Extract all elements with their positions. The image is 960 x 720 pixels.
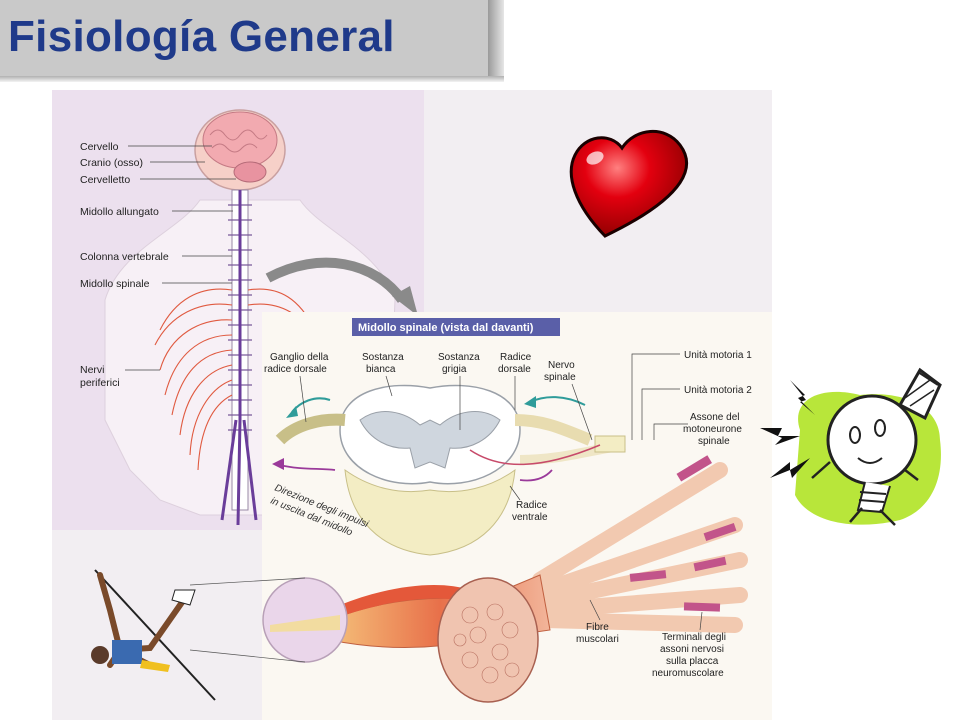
label-unita-2: Unità motoria 2 (684, 385, 752, 396)
magnifier-lines (189, 577, 306, 663)
label-cervello: Cervello (80, 141, 119, 153)
label-terminali-4: neuromuscolare (652, 668, 724, 679)
muscle-cross-section-texture (453, 603, 520, 684)
title-bar-shadow-bottom (0, 76, 504, 82)
dorsal-root-right (514, 414, 593, 446)
motor-labels: Unità motoria 1 Unità motoria 2 Assone d… (683, 350, 752, 447)
label-radice-ventrale-1: Radice (516, 500, 548, 511)
label-radice-dorsale-1: Radice (500, 352, 532, 363)
label-unita-1: Unità motoria 1 (684, 350, 752, 361)
spinal-title-banner (352, 318, 560, 336)
label-nervi: Nervi (80, 364, 105, 376)
outflow-arrowhead-left (272, 458, 284, 470)
spinal-leader-lines (299, 375, 593, 501)
spinal-nerve-stub (594, 435, 626, 453)
peripheral-nerves-left (154, 288, 233, 471)
label-midollo-allungato: Midollo allungato (80, 206, 159, 218)
motor-neuron-path (469, 444, 601, 466)
dorsal-root-left (275, 413, 346, 445)
neuromuscular-plates (629, 455, 737, 612)
label-nervo-spinale-2: spinale (544, 372, 576, 383)
label-nervo-spinale-1: Nervo (548, 360, 575, 371)
label-sostanza-grigia-1: Sostanza (438, 352, 480, 363)
label-terminali-1: Terminali degli (662, 632, 726, 643)
zoom-arrow-head (392, 286, 418, 316)
spinal-cord-tail (220, 190, 258, 526)
lightbulb-character-icon (760, 367, 942, 526)
inflow-arrowhead-left (286, 406, 298, 418)
title-bar-shadow-right (488, 0, 504, 78)
muscle-fibres (532, 462, 748, 633)
body-labels: Cervello Cranio (osso) Cervelletto Midol… (80, 141, 169, 389)
spinal-title: Midollo spinale (vista dal davanti) (358, 322, 534, 334)
spinal-gray-matter (359, 411, 501, 469)
muscle-cross-section (437, 577, 539, 703)
label-radice-ventrale-2: ventrale (512, 512, 548, 523)
heart-highlight (586, 151, 604, 165)
label-cranio: Cranio (osso) (80, 157, 143, 169)
label-ganglio-1: Ganglio della (270, 352, 329, 363)
label-radice-dorsale-2: dorsale (498, 364, 531, 375)
outflow-arrow-right (519, 469, 553, 482)
label-periferici: periferici (80, 377, 120, 389)
brain-folds (209, 129, 268, 153)
muscle-bundle-upper (340, 585, 470, 615)
label-assone-1: Assone del (690, 412, 739, 423)
label-ganglio-2: radice dorsale (264, 364, 327, 375)
motor-leader-lines (631, 353, 688, 440)
label-midollo-spinale: Midollo spinale (80, 278, 150, 290)
label-sostanza-bianca-1: Sostanza (362, 352, 404, 363)
body-leader-lines (125, 145, 236, 371)
fibre-labels: Fibre muscolari Terminali degli assoni n… (576, 622, 726, 679)
label-fibre: Fibre (586, 622, 609, 633)
zoom-arrow (265, 257, 407, 304)
brain (202, 111, 278, 169)
fibre-leader-lines (589, 599, 703, 631)
label-cervelletto: Cervelletto (80, 174, 130, 186)
magnifier-muscle (270, 615, 340, 632)
pole-vaulter (91, 569, 216, 701)
outflow-arrow-left (279, 464, 336, 471)
cerebellum (233, 161, 267, 183)
label-assone-3: spinale (698, 436, 730, 447)
label-terminali-3: sulla placca (666, 656, 719, 667)
label-terminali-2: assoni nervosi (660, 644, 724, 655)
label-sostanza-bianca-2: bianca (366, 364, 396, 375)
label-colonna-vertebrale: Colonna vertebrale (80, 251, 169, 263)
page-title: Fisiología General (8, 12, 395, 61)
ventral-roots-bundle (344, 468, 516, 556)
label-sostanza-grigia-2: grigia (442, 364, 467, 375)
label-assone-2: motoneurone (683, 424, 742, 435)
inflow-arrowhead-right (524, 396, 536, 408)
label-muscolari: muscolari (576, 634, 619, 645)
spinal-labels: Ganglio della radice dorsale Sostanza bi… (264, 352, 576, 539)
